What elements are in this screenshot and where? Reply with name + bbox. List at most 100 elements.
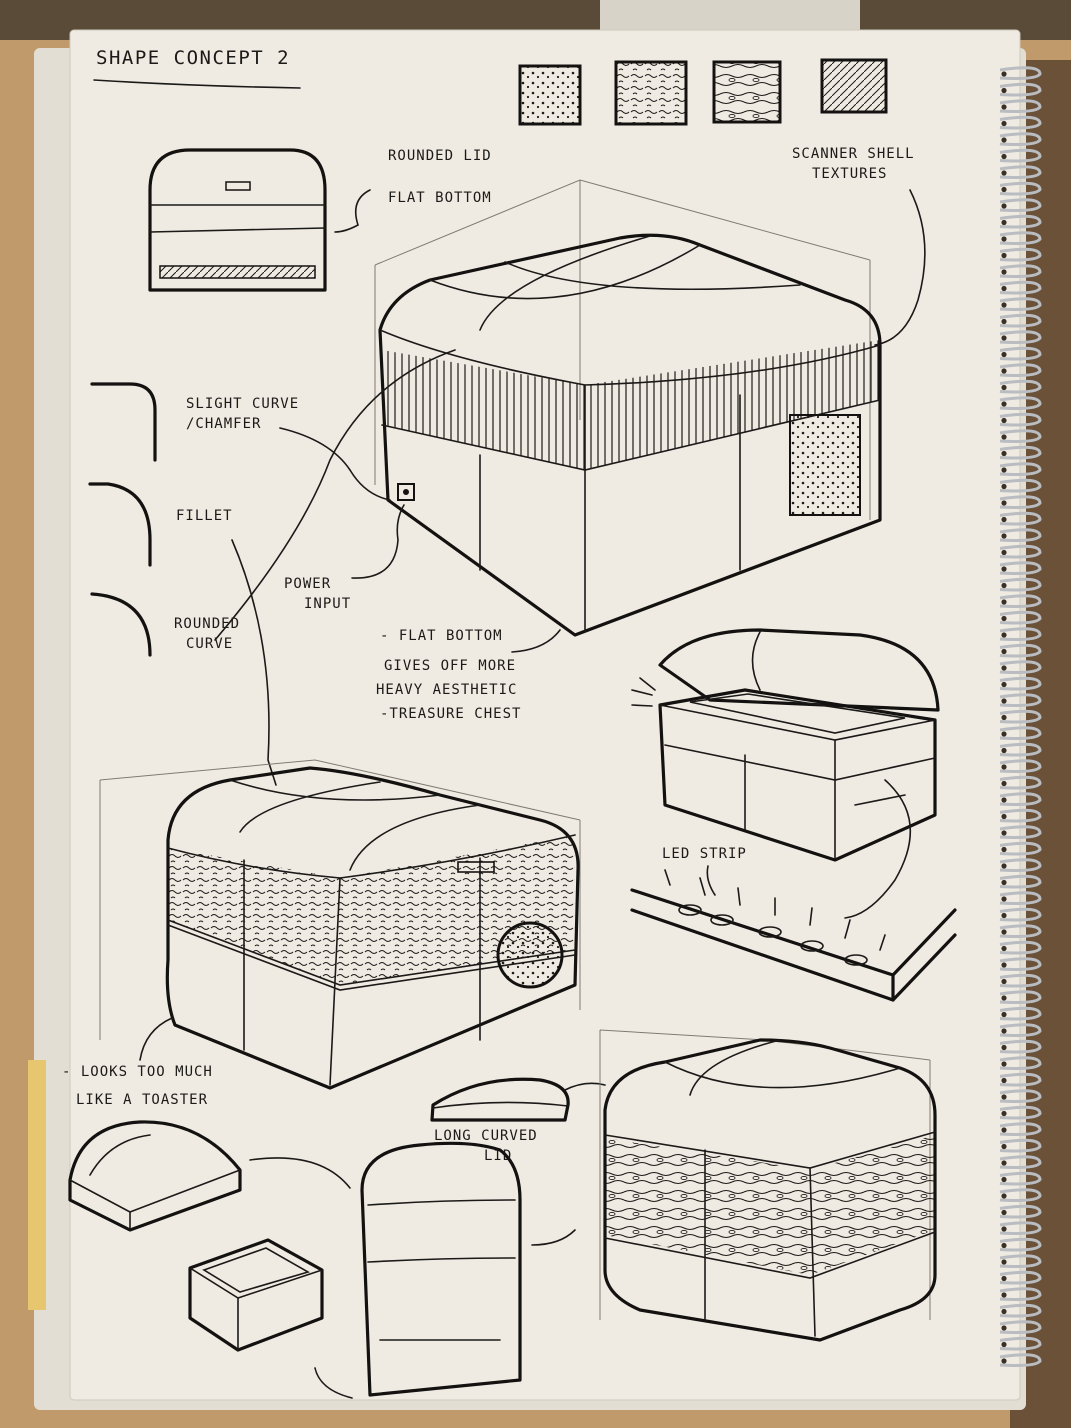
speckle-texture-icon xyxy=(518,64,582,126)
spiral-coil xyxy=(999,1237,1042,1252)
spiral-coil xyxy=(999,610,1042,625)
spiral-coil xyxy=(999,1221,1042,1235)
binding-hole xyxy=(1001,104,1007,110)
binding-hole xyxy=(1001,1176,1007,1183)
spiral-coil xyxy=(999,214,1042,229)
spiral-coil xyxy=(999,99,1042,113)
binding-hole xyxy=(1001,714,1007,721)
spiral-coil xyxy=(999,396,1042,410)
binding-hole xyxy=(1001,945,1007,952)
binding-hole xyxy=(1001,318,1007,325)
binding-hole xyxy=(1001,698,1007,704)
binding-hole xyxy=(1001,582,1007,589)
spiral-coil xyxy=(999,1303,1042,1318)
binding-hole xyxy=(1001,995,1007,1001)
binding-hole xyxy=(1001,896,1007,902)
spiral-coil xyxy=(999,280,1042,295)
spiral-coil xyxy=(999,1089,1042,1103)
label-chamfer: /CHAMFER xyxy=(186,416,261,432)
spiral-coil xyxy=(999,82,1042,97)
front-view-sketch xyxy=(148,148,327,292)
binding-hole xyxy=(1001,615,1007,622)
binding-hole xyxy=(1001,731,1007,737)
spiral-coil xyxy=(999,198,1042,212)
binding-hole xyxy=(1001,1308,1007,1315)
label-fillet: FILLET xyxy=(176,508,233,524)
spiral-coil xyxy=(999,874,1042,889)
spiral-coil xyxy=(999,1155,1042,1169)
spiral-coil xyxy=(999,346,1042,361)
binding-hole xyxy=(1001,1259,1007,1265)
binding-hole xyxy=(1001,1193,1007,1199)
spiral-coil xyxy=(999,924,1042,938)
spiral-coil xyxy=(999,676,1042,691)
binding-hole xyxy=(1001,1127,1007,1133)
spiral-coil xyxy=(999,313,1042,328)
page-title: SHAPE CONCEPT 2 xyxy=(96,47,290,69)
spiral-coil xyxy=(999,363,1042,377)
binding-hole xyxy=(1001,1044,1007,1051)
binding-hole xyxy=(1001,632,1007,638)
binding-hole xyxy=(1001,1110,1007,1117)
binding-hole xyxy=(1001,533,1007,539)
spiral-coil xyxy=(999,181,1042,196)
binding-hole xyxy=(1001,450,1007,457)
label-led-strip: LED STRIP xyxy=(662,846,747,862)
spiral-coil xyxy=(999,478,1042,493)
binding-hole xyxy=(1001,566,1007,572)
spiral-coil xyxy=(999,1270,1042,1285)
binding-hole xyxy=(1001,599,1007,605)
spiral-coil xyxy=(999,66,1042,80)
binding-hole xyxy=(1001,203,1007,209)
binding-hole xyxy=(1001,120,1007,127)
spiral-coil xyxy=(999,1072,1042,1087)
binding-hole xyxy=(1001,516,1007,523)
binding-hole xyxy=(1001,863,1007,869)
spiral-coil xyxy=(999,231,1042,245)
binding-hole xyxy=(1001,665,1007,671)
spiral-coil xyxy=(999,627,1042,641)
wood-grain-texture-icon xyxy=(712,60,782,124)
spiral-coil xyxy=(999,907,1042,922)
binding-hole xyxy=(1001,71,1007,77)
spiral-coil xyxy=(999,825,1042,839)
binding-hole xyxy=(1001,1061,1007,1067)
spiral-coil xyxy=(999,429,1042,443)
spiral-coil xyxy=(999,1105,1042,1120)
squiggle-texture-icon xyxy=(614,60,688,126)
binding-hole xyxy=(1001,830,1007,836)
label-slight-curve: SLIGHT CURVE xyxy=(186,396,299,412)
label-rounded: ROUNDED xyxy=(174,616,240,632)
label-rounded-lid: ROUNDED LID xyxy=(388,148,492,164)
binding-hole xyxy=(1001,797,1007,803)
spiral-coil xyxy=(999,891,1042,905)
binding-hole xyxy=(1001,500,1007,506)
spiral-coil xyxy=(999,1122,1042,1136)
binding-hole xyxy=(1001,747,1007,754)
spiral-coil xyxy=(999,693,1042,707)
binding-hole xyxy=(1001,1292,1007,1298)
spiral-coil xyxy=(999,660,1042,674)
spiral-coil xyxy=(999,594,1042,608)
yellow-tab xyxy=(28,1060,46,1310)
open-lid-sketch xyxy=(631,628,940,862)
binding-hole xyxy=(1001,368,1007,374)
spiral-coil xyxy=(999,379,1042,394)
spiral-coil xyxy=(999,1039,1042,1054)
spiral-coil xyxy=(999,1138,1042,1153)
binding-hole xyxy=(1001,549,1007,556)
exploded-base-sketch xyxy=(188,1238,324,1352)
binding-hole xyxy=(1001,285,1007,292)
binding-hole xyxy=(1001,1011,1007,1018)
spiral-coil xyxy=(999,957,1042,971)
spiral-coil xyxy=(999,445,1042,460)
binding-hole xyxy=(1001,912,1007,919)
binding-hole xyxy=(1001,219,1007,226)
spiral-coil xyxy=(999,544,1042,559)
spiral-coil xyxy=(999,115,1042,130)
label-input: INPUT xyxy=(304,596,351,612)
texture-swatches xyxy=(518,58,888,126)
spiral-binding-icon xyxy=(999,66,1042,1367)
exploded-side-sketch xyxy=(360,1141,522,1397)
label-long-curved: LONG CURVED xyxy=(434,1128,538,1144)
